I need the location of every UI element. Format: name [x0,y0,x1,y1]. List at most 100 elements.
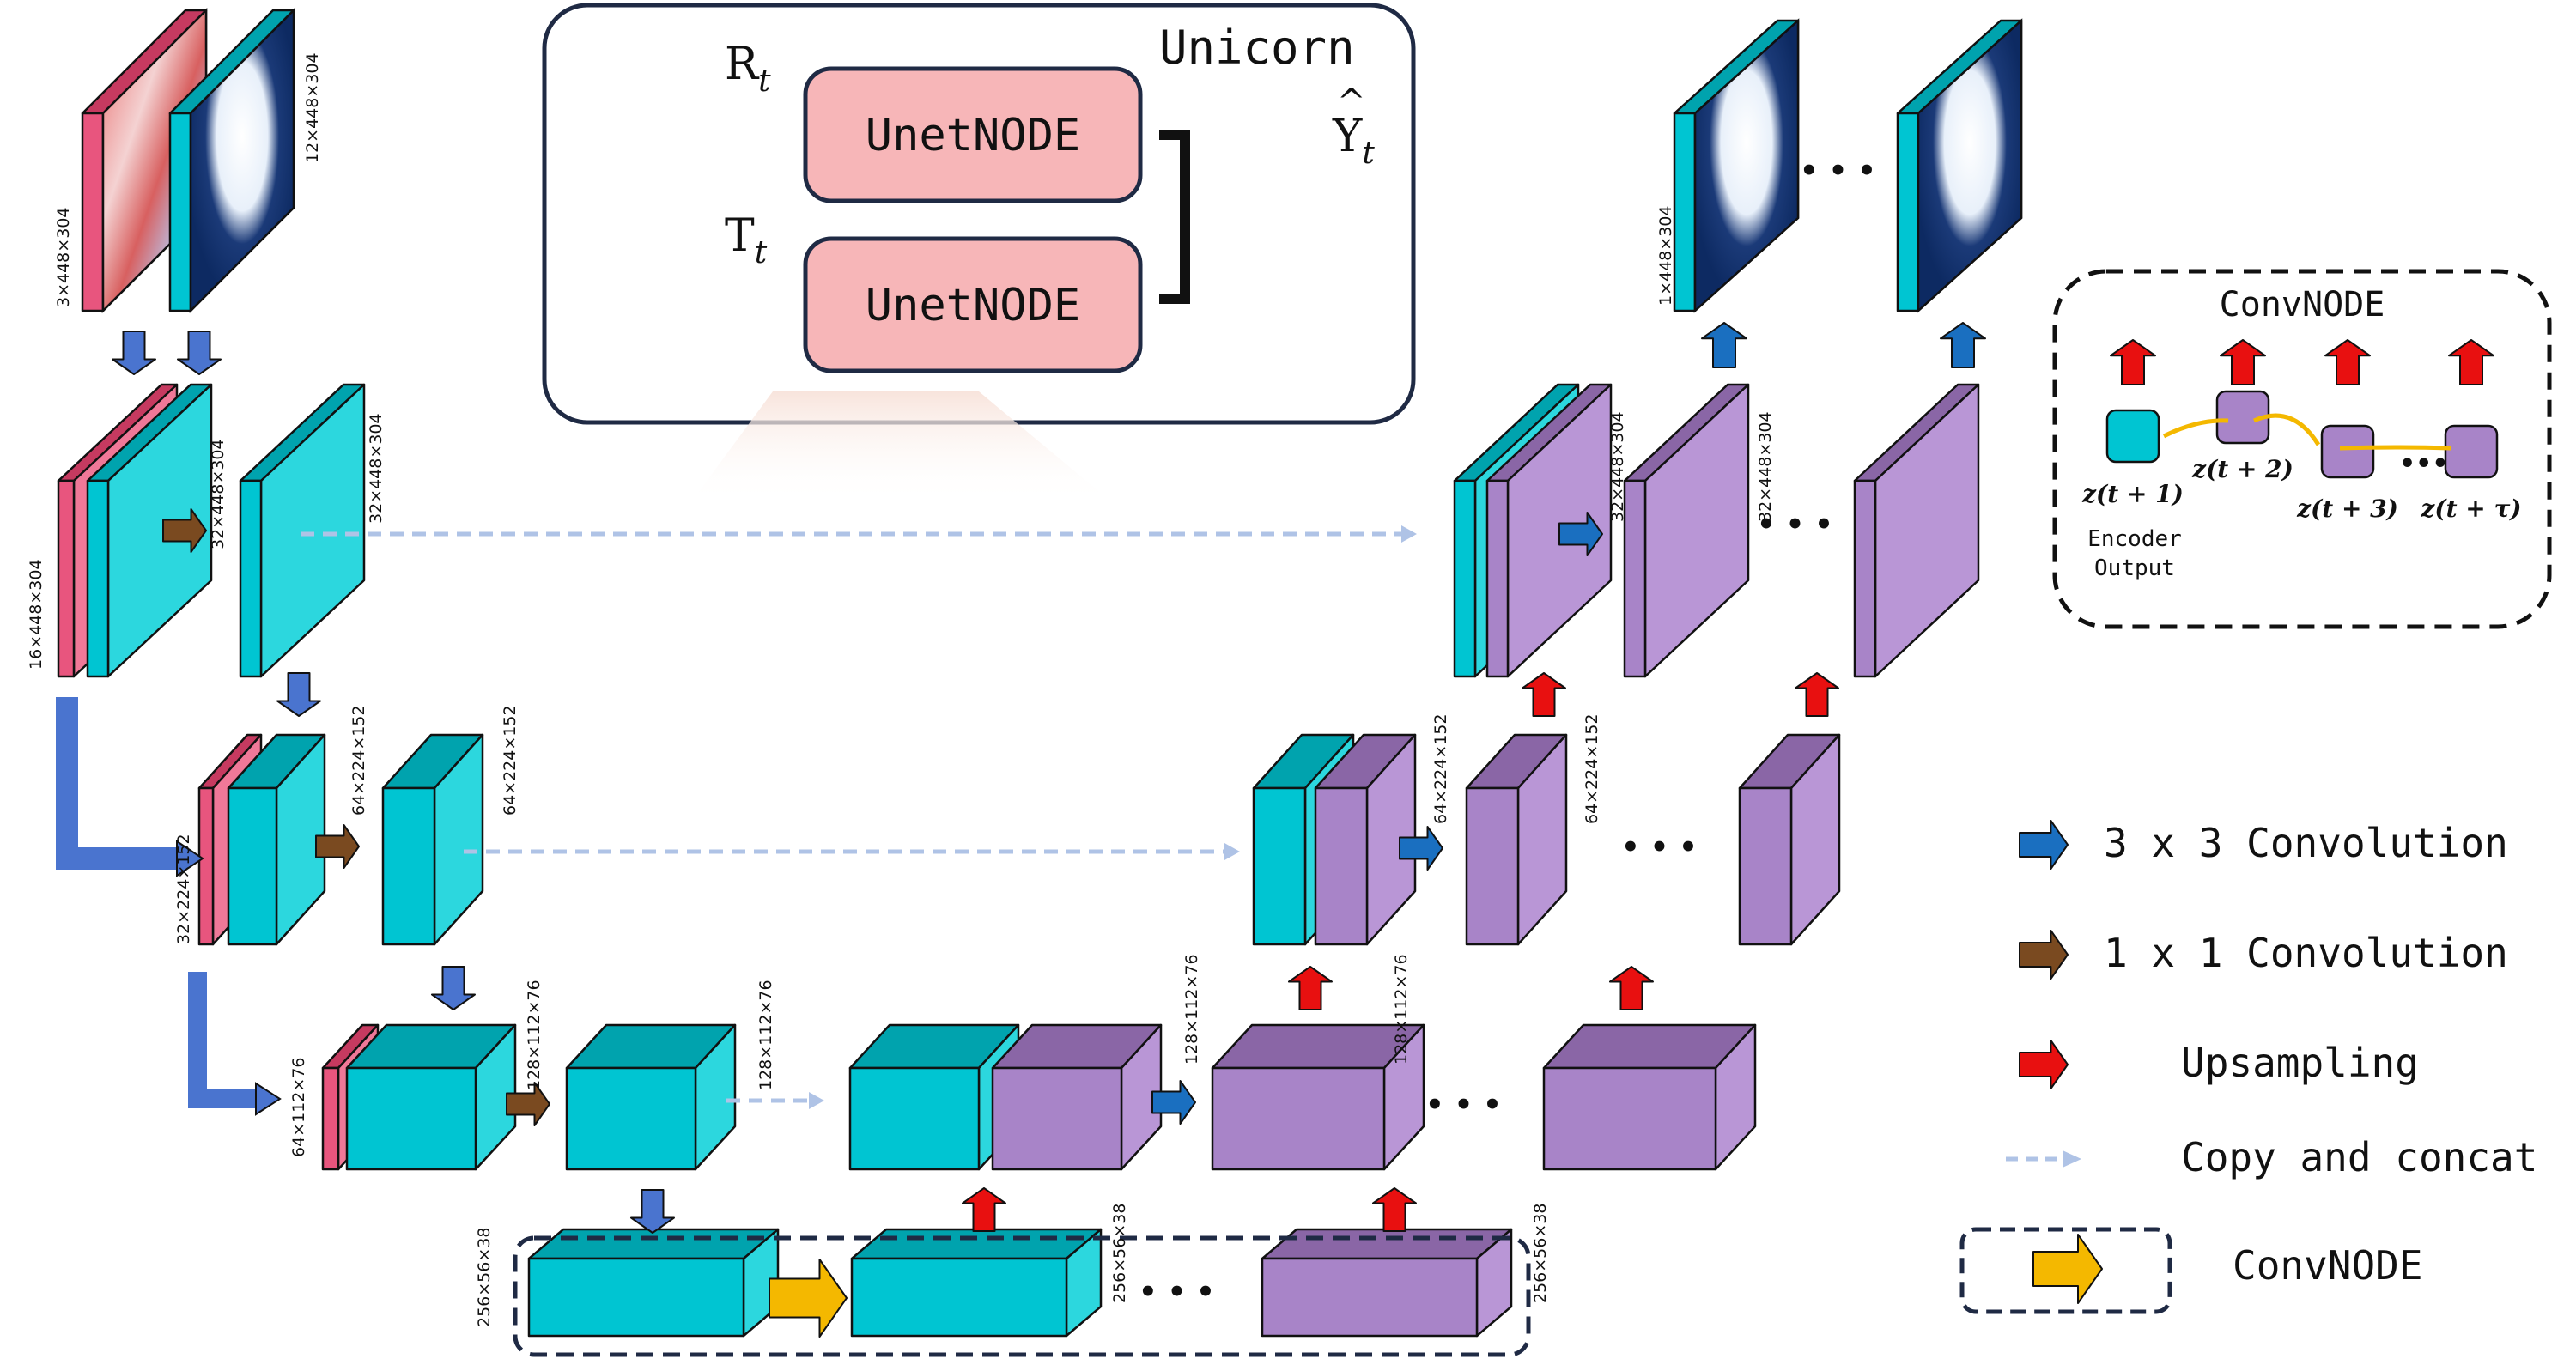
node-up-2 [2220,339,2266,385]
dec1-out-2 [1853,383,1980,678]
enc3-conv-out [565,1023,737,1171]
input-r-label: Rt [725,39,771,99]
legend-copy-label: Copy and concat [2181,1134,2537,1180]
convnode-panel: ConvNODE z(t + 1) z(t + 2) z(t + 3) z(t … [2052,269,2552,629]
final-output-2-face [1917,18,2023,313]
legend-node-box [1959,1227,2172,1314]
bottleneck-2 [850,1228,1103,1338]
copy-arrow-l2-head [1224,843,1240,860]
dec1-out-1 [1623,383,1750,678]
legend-conv3-icon [2019,820,2069,870]
up-arrow-b2 [1372,1187,1417,1232]
node-z1 [2105,409,2160,464]
dec3-up-purple [991,1023,1163,1171]
unetnode-label-1: UnetNODE [866,110,1080,161]
conv1-arrow-enc2 [315,824,360,869]
node-ztau [2444,424,2499,479]
legend-up-label: Upsampling [2181,1040,2419,1086]
bottleneck-3 [1261,1228,1513,1338]
legend: 3 x 3 Convolution 1 x 1 Convolution Upsa… [1959,820,2537,1314]
down-arrow-enc3 [630,1189,675,1234]
dim-bott-c: 256×56×38 [1531,1204,1550,1303]
ellipsis-bott: • • • [1139,1275,1215,1309]
l-arrow-enc2 [188,972,258,1108]
dim-d1-out: 32×448×304 [1756,411,1775,522]
legend-node-icon [2032,1234,2103,1304]
dim-bott-b: 256×56×38 [1110,1204,1129,1303]
down-arrow-in-a [112,331,156,375]
enc1-concat-teal [86,383,213,678]
enc2-conv-out [381,733,484,946]
dim-l1-concat: 16×448×304 [27,559,46,670]
legend-conv1-icon [2019,930,2069,980]
ellipses: • • • • • • • • • • • • • • • [1139,154,1876,1309]
dim-in-a: 3×448×304 [54,208,73,307]
up-arrow-d3-1 [1288,966,1333,1010]
enc2-concat-teal [227,733,326,946]
dim-l2-concat: 32×224×152 [174,834,193,944]
dim-l3-conv: 128×112×76 [525,980,544,1090]
down-arrow-enc1 [276,672,321,717]
dim-l1-out: 32×448×304 [367,413,386,524]
ellipsis-final: • • • [1800,154,1876,188]
dec3-out-2 [1542,1023,1757,1171]
copy-arrow-l1-head [1401,525,1417,543]
dim-d3-cat: 128×112×76 [1182,954,1201,1065]
dec2-out-1 [1465,733,1568,946]
legend-copy-head [2063,1150,2081,1168]
ellipsis-d1: • • • [1757,507,1833,542]
up-arrow-b1 [962,1187,1006,1232]
bottleneck-1 [527,1228,780,1338]
ellipsis-d2: • • • [1621,830,1698,865]
ellipsis-d3: • • • [1425,1088,1502,1122]
unicorn-panel: Unicorn UnetNODE UnetNODE Rt Tt Yt ^ [542,3,1416,503]
input-t-label: Tt [725,210,768,270]
output-label: Output [2094,555,2175,581]
l-arrow-enc1 [56,697,179,870]
conv3-arrow-dec2 [1399,826,1443,871]
conv3-arrow-dec1 [1558,512,1603,556]
dim-d1-cat: 32×448×304 [1608,411,1627,522]
dim-d3-out: 128×112×76 [1392,954,1411,1065]
enc1-conv-out [239,383,366,678]
enc3-concat-teal [345,1023,517,1171]
unetnode-label-2: UnetNODE [866,280,1080,331]
down-arrow-enc2 [431,966,476,1010]
merge-bracket [1159,130,1190,304]
z2-label: z(t + 2) [2191,455,2293,483]
ztau-label: z(t + τ) [2420,494,2521,523]
zoom-glow [690,391,1113,503]
up-arrow-d3-2 [1609,966,1654,1010]
dec2-out-2 [1738,733,1841,946]
node-up-3 [2324,339,2371,385]
node-up-4 [2448,339,2494,385]
conv3-arrow-dec3 [1151,1080,1196,1125]
legend-conv1-label: 1 x 1 Convolution [2104,930,2508,976]
dim-l2-conv: 64×224×152 [349,705,368,816]
legend-node-label: ConvNODE [2233,1242,2423,1289]
dec3-out-1 [1211,1023,1425,1171]
output-y-label: Yt [1332,111,1375,171]
node-trajectory [2162,413,2452,451]
dim-final: 1×448×304 [1656,206,1675,306]
bottleneck-node-box [513,1235,1531,1357]
dimension-labels: 3×448×304 12×448×304 16×448×304 32×448×3… [27,52,1775,1327]
l-arrow-enc2-head [255,1082,282,1116]
node-up-1 [2110,339,2156,385]
up-arrow-d2-1 [1522,672,1566,717]
dim-bott-a: 256×56×38 [475,1228,494,1327]
dec2-up-purple [1314,733,1417,946]
z3-label: z(t + 3) [2296,494,2398,523]
unetnode-block-1 [803,66,1143,203]
final-output-1-face [1693,18,1800,313]
encoder-label: Encoder [2087,526,2182,552]
legend-up-icon [2019,1040,2069,1089]
unetnode-block-2 [803,236,1143,373]
copy-arrow-l3-head [809,1092,824,1109]
down-arrow-in-b [177,331,222,375]
z1-label: z(t + 1) [2081,480,2184,508]
output-y-hat: ^ [1337,82,1366,122]
input-map-ice-face [189,7,295,314]
dim-l1-conv: 32×448×304 [209,439,228,549]
convnode-dots: ••• [2399,449,2449,479]
